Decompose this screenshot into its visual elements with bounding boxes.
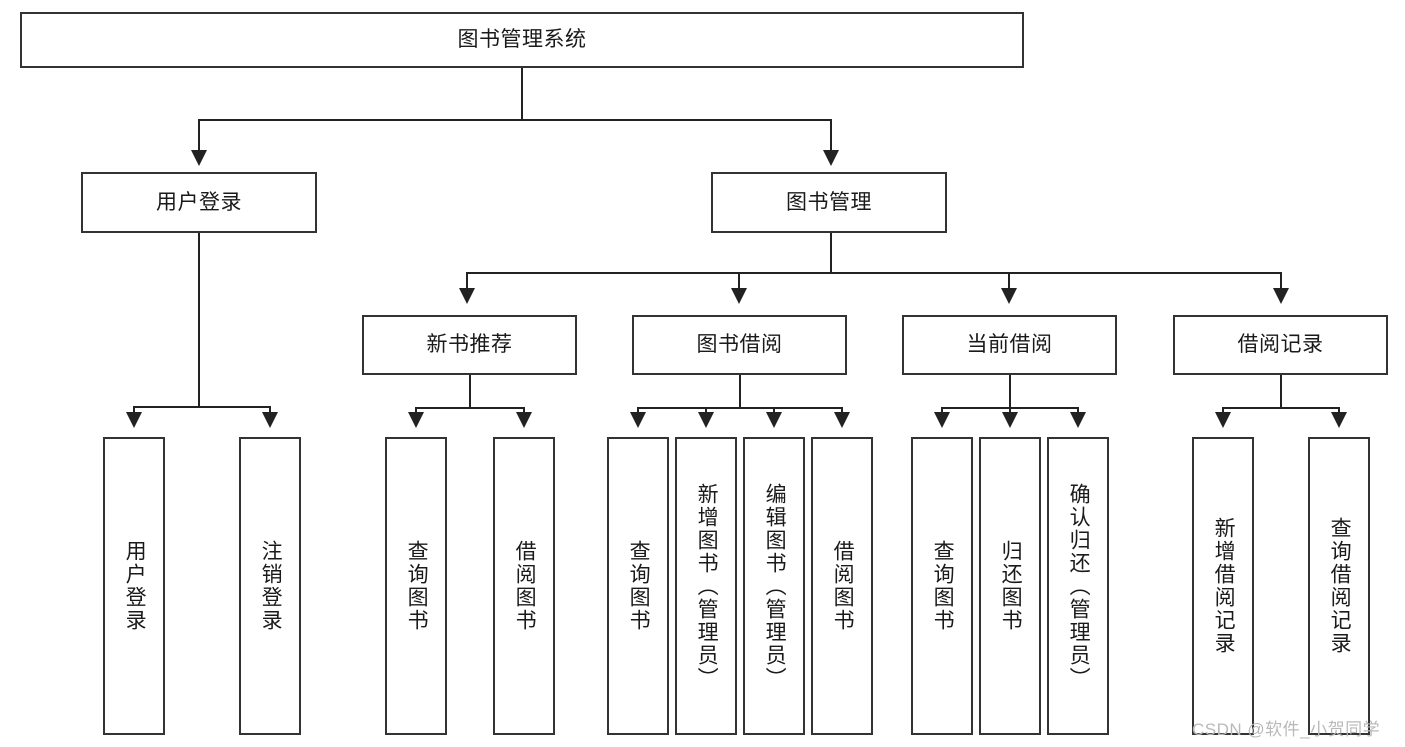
edge-nb-leaf-1 bbox=[415, 407, 417, 414]
edge-user-login-stem bbox=[198, 233, 200, 407]
edge-bb-leaf-3 bbox=[773, 407, 775, 414]
node-leaf-query-record-label: 查询借阅记录 bbox=[1328, 517, 1352, 655]
node-leaf-user-login-label: 用户登录 bbox=[123, 540, 147, 632]
node-current-borrow-label: 当前借阅 bbox=[966, 333, 1053, 357]
edge-user-login-to-leaf-1 bbox=[133, 406, 135, 414]
node-leaf-edit-book-label: 编辑图书（管理员） bbox=[763, 482, 787, 690]
node-leaf-edit-book[interactable]: 编辑图书（管理员） bbox=[743, 437, 805, 735]
node-leaf-query-book-1-label: 查询图书 bbox=[405, 540, 429, 632]
edge-bb-leaf-4 bbox=[841, 407, 843, 414]
node-leaf-query-book-3[interactable]: 查询图书 bbox=[911, 437, 973, 735]
node-leaf-user-logout-label: 注销登录 bbox=[259, 540, 283, 632]
arrowhead-nb-leaf-2 bbox=[516, 412, 532, 428]
edge-cb-leaf-3 bbox=[1077, 407, 1079, 414]
arrowhead-book-manage bbox=[823, 150, 839, 166]
arrowhead-current-borrow bbox=[1001, 288, 1017, 304]
arrowhead-br-leaf-1 bbox=[1215, 412, 1231, 428]
node-root[interactable]: 图书管理系统 bbox=[20, 12, 1024, 68]
node-user-login[interactable]: 用户登录 bbox=[81, 172, 317, 233]
arrowhead-bb-leaf-4 bbox=[834, 412, 850, 428]
arrowhead-user-login bbox=[191, 150, 207, 166]
node-leaf-confirm-return[interactable]: 确认归还（管理员） bbox=[1047, 437, 1109, 735]
node-book-borrow[interactable]: 图书借阅 bbox=[632, 315, 847, 375]
node-leaf-query-book-3-label: 查询图书 bbox=[931, 540, 955, 632]
node-new-book-recommend[interactable]: 新书推荐 bbox=[362, 315, 577, 375]
node-book-borrow-label: 图书借阅 bbox=[696, 333, 783, 357]
edge-bm-to-book-borrow bbox=[738, 272, 740, 290]
arrowhead-new-book-recommend bbox=[459, 288, 475, 304]
arrowhead-cb-leaf-1 bbox=[934, 412, 950, 428]
edge-bm-to-current-borrow bbox=[1008, 272, 1010, 290]
edge-book-manage-stem bbox=[830, 233, 832, 273]
edge-user-login-bus bbox=[133, 406, 269, 408]
node-leaf-query-book-2[interactable]: 查询图书 bbox=[607, 437, 669, 735]
node-root-label: 图书管理系统 bbox=[457, 28, 587, 52]
arrowhead-bb-leaf-2 bbox=[698, 412, 714, 428]
node-leaf-query-book-2-label: 查询图书 bbox=[627, 540, 651, 632]
edge-bm-to-borrow-record bbox=[1280, 272, 1282, 290]
arrowhead-nb-leaf-1 bbox=[408, 412, 424, 428]
arrowhead-leaf-user-login bbox=[126, 412, 142, 428]
node-book-manage[interactable]: 图书管理 bbox=[711, 172, 947, 233]
edge-user-login-to-leaf-2 bbox=[269, 406, 271, 414]
edge-bm-to-new-book bbox=[466, 272, 468, 290]
node-leaf-query-book-1[interactable]: 查询图书 bbox=[385, 437, 447, 735]
csdn-watermark: CSDN @软件_小贺同学 bbox=[1192, 720, 1381, 739]
edge-br-leaf-1 bbox=[1222, 407, 1224, 414]
edge-current-borrow-stem bbox=[1009, 375, 1011, 408]
arrowhead-book-borrow bbox=[731, 288, 747, 304]
node-leaf-borrow-book-2[interactable]: 借阅图书 bbox=[811, 437, 873, 735]
edge-br-leaf-2 bbox=[1338, 407, 1340, 414]
node-leaf-borrow-book-1[interactable]: 借阅图书 bbox=[493, 437, 555, 735]
edge-new-book-bus bbox=[415, 407, 525, 409]
edge-bb-leaf-1 bbox=[637, 407, 639, 414]
node-leaf-borrow-book-1-label: 借阅图书 bbox=[513, 540, 537, 632]
edge-cb-leaf-2 bbox=[1009, 407, 1011, 414]
edge-root-stem bbox=[521, 68, 523, 120]
arrowhead-leaf-user-logout bbox=[262, 412, 278, 428]
edge-book-borrow-stem bbox=[739, 375, 741, 408]
edge-borrow-record-bus bbox=[1222, 407, 1340, 409]
node-leaf-confirm-return-label: 确认归还（管理员） bbox=[1067, 482, 1091, 690]
arrowhead-bb-leaf-3 bbox=[766, 412, 782, 428]
arrowhead-cb-leaf-3 bbox=[1070, 412, 1086, 428]
node-borrow-record[interactable]: 借阅记录 bbox=[1173, 315, 1388, 375]
edge-book-borrow-bus bbox=[637, 407, 843, 409]
node-leaf-add-record-label: 新增借阅记录 bbox=[1212, 517, 1236, 655]
node-leaf-add-book-label: 新增图书（管理员） bbox=[695, 482, 719, 690]
node-leaf-borrow-book-2-label: 借阅图书 bbox=[831, 540, 855, 632]
edge-root-bus bbox=[198, 119, 832, 121]
edge-new-book-stem bbox=[469, 375, 471, 408]
arrowhead-cb-leaf-2 bbox=[1002, 412, 1018, 428]
node-user-login-label: 用户登录 bbox=[156, 190, 242, 214]
arrowhead-borrow-record bbox=[1273, 288, 1289, 304]
node-leaf-user-login[interactable]: 用户登录 bbox=[103, 437, 165, 735]
node-book-manage-label: 图书管理 bbox=[786, 190, 872, 214]
node-current-borrow[interactable]: 当前借阅 bbox=[902, 315, 1117, 375]
edge-bb-leaf-2 bbox=[705, 407, 707, 414]
node-leaf-return-book-label: 归还图书 bbox=[999, 540, 1023, 632]
edge-root-to-book-manage bbox=[830, 119, 832, 150]
node-leaf-return-book[interactable]: 归还图书 bbox=[979, 437, 1041, 735]
node-leaf-add-book[interactable]: 新增图书（管理员） bbox=[675, 437, 737, 735]
node-new-book-recommend-label: 新书推荐 bbox=[426, 333, 513, 357]
edge-borrow-record-stem bbox=[1280, 375, 1282, 408]
arrowhead-bb-leaf-1 bbox=[630, 412, 646, 428]
edge-root-to-user-login bbox=[198, 119, 200, 150]
edge-nb-leaf-2 bbox=[523, 407, 525, 414]
node-leaf-add-record[interactable]: 新增借阅记录 bbox=[1192, 437, 1254, 735]
arrowhead-br-leaf-2 bbox=[1331, 412, 1347, 428]
edge-book-manage-bus bbox=[466, 272, 1280, 274]
node-borrow-record-label: 借阅记录 bbox=[1237, 333, 1324, 357]
node-leaf-query-record[interactable]: 查询借阅记录 bbox=[1308, 437, 1370, 735]
edge-cb-leaf-1 bbox=[941, 407, 943, 414]
node-leaf-user-logout[interactable]: 注销登录 bbox=[239, 437, 301, 735]
